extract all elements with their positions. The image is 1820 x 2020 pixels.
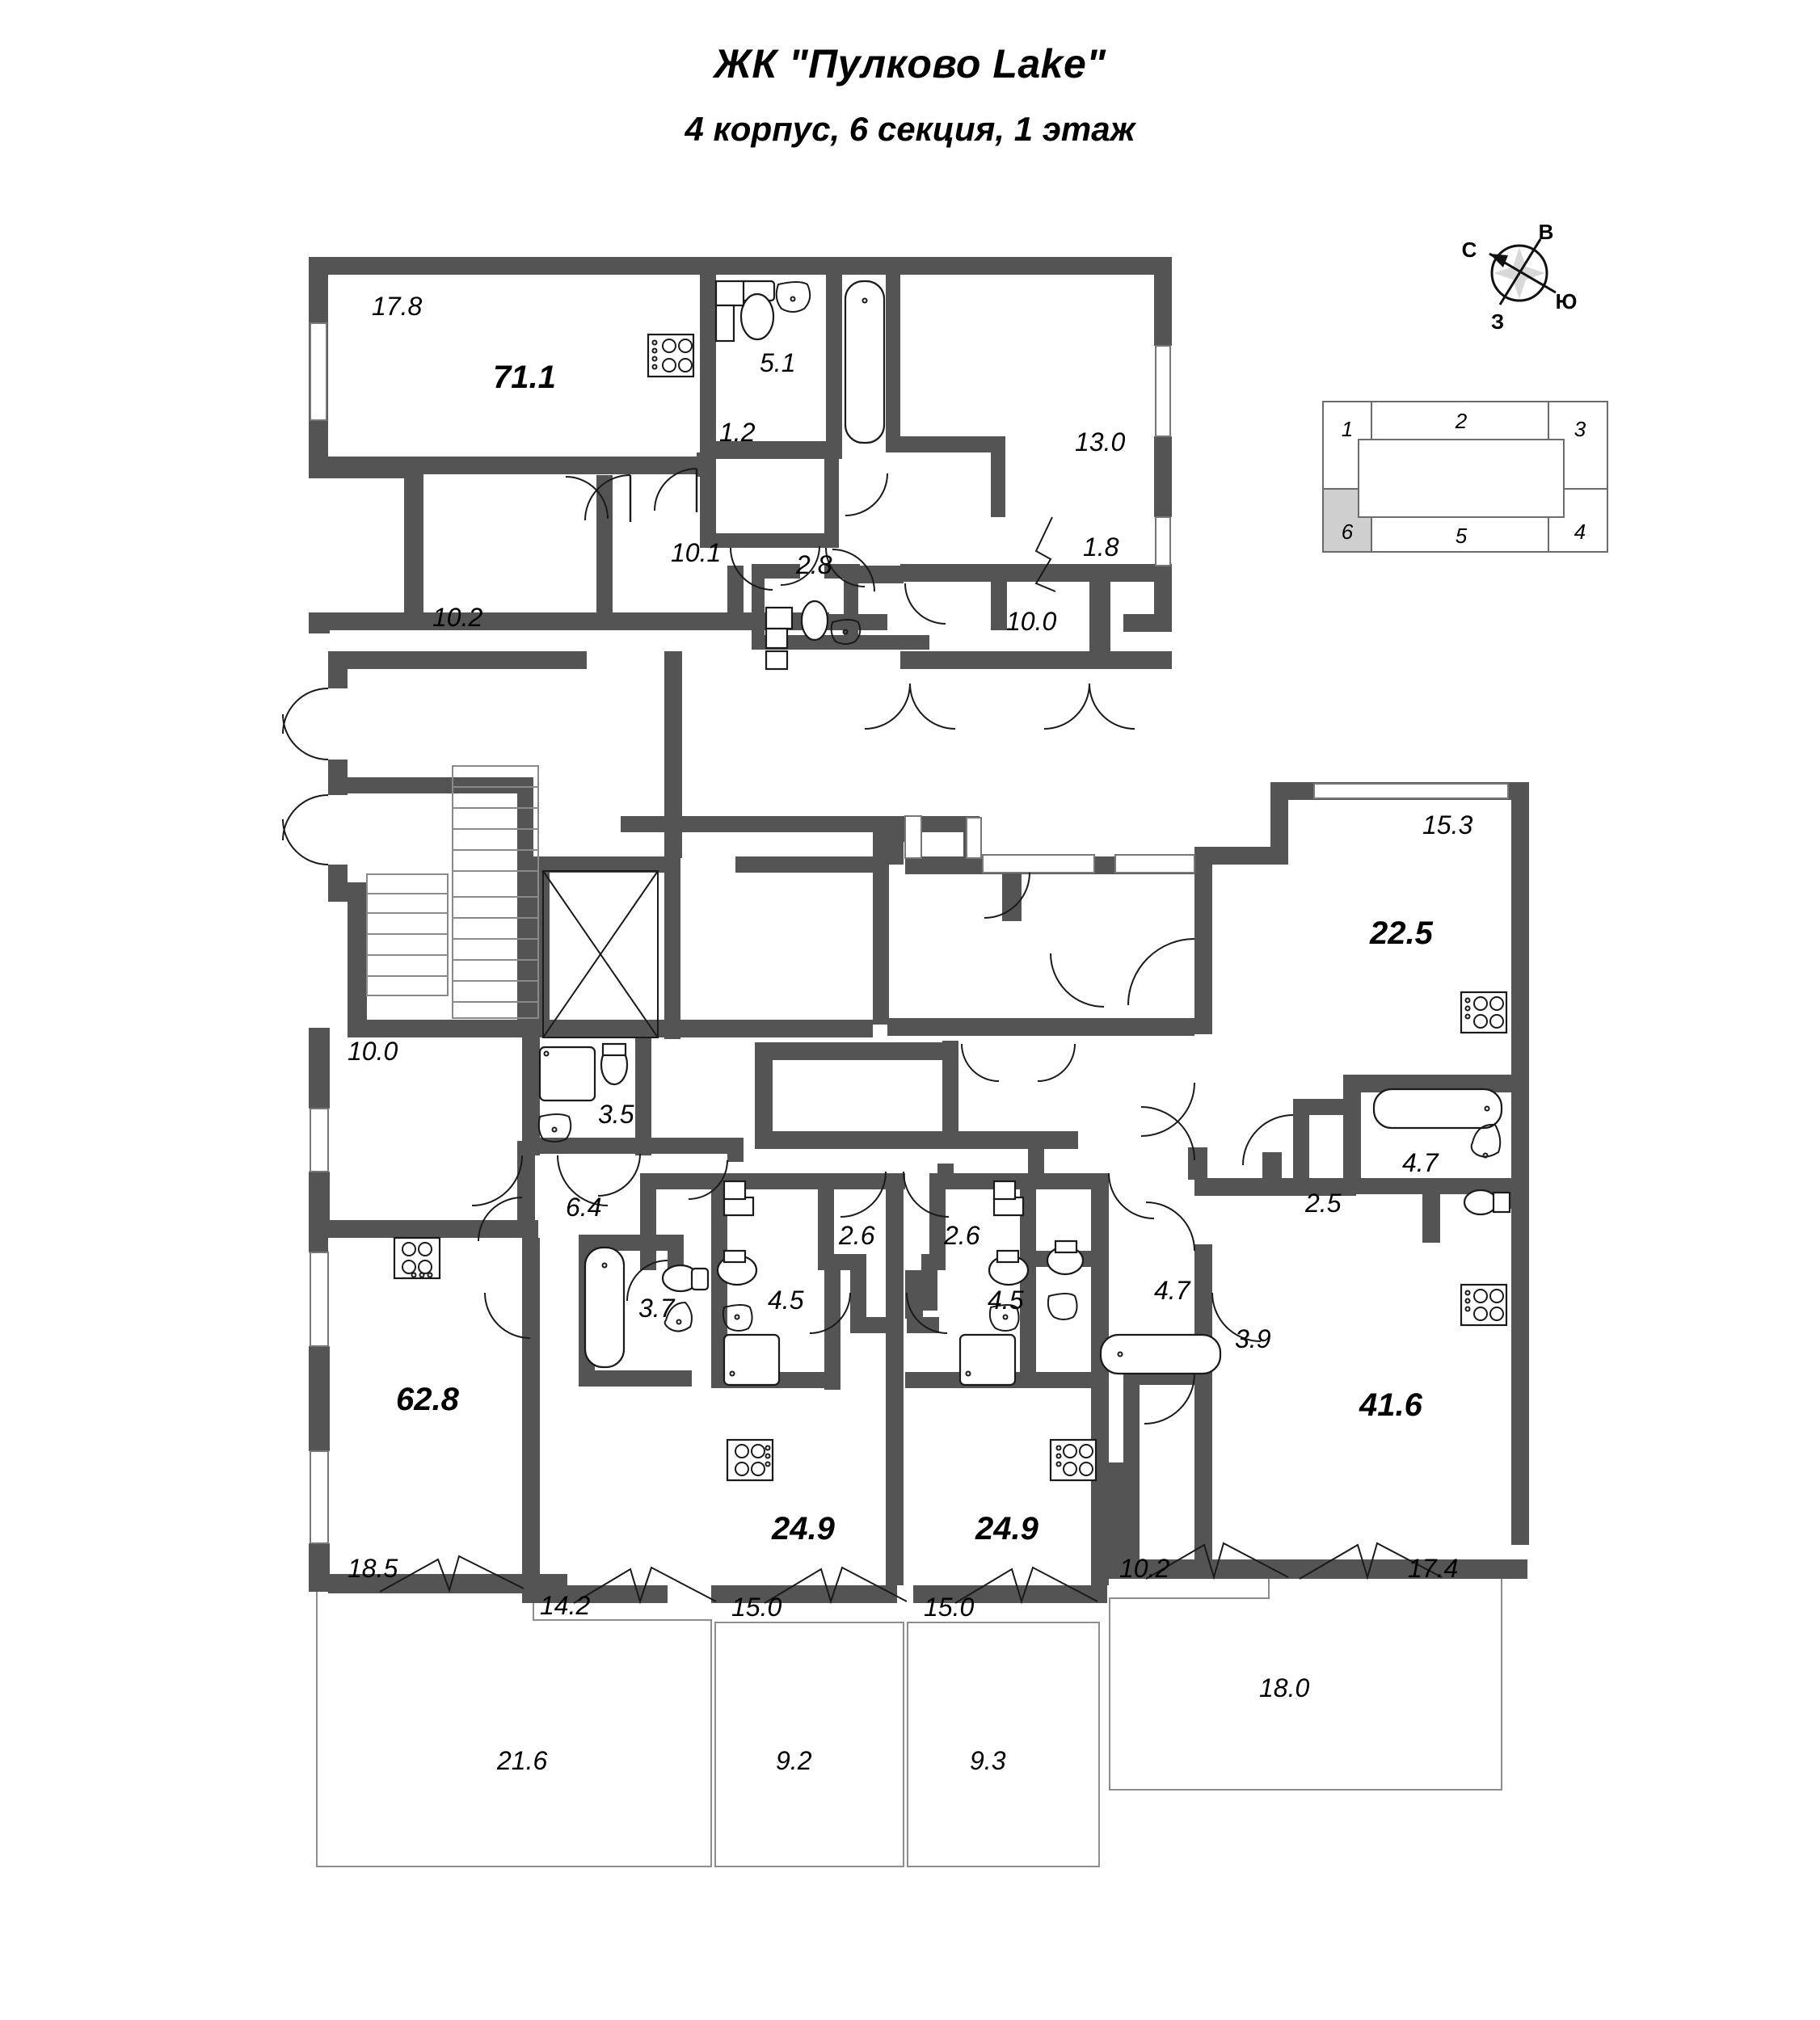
key-section-6: 6 xyxy=(1342,520,1354,544)
area-label-24-9-a: 24.9 xyxy=(771,1511,836,1547)
key-plan: 1 2 3 4 5 6 xyxy=(1322,401,1608,553)
door-arcs xyxy=(282,468,1294,1425)
area-label-15-3: 15.3 xyxy=(1422,810,1472,840)
stove-icon-71-1 xyxy=(647,333,695,378)
area-label-6-4: 6.4 xyxy=(566,1193,601,1222)
page-title: ЖК "Пулково Lake" xyxy=(714,41,1106,86)
bathroom-fixtures-5-1 xyxy=(714,280,886,444)
key-section-5: 5 xyxy=(1456,524,1468,548)
area-label-22-5: 22.5 xyxy=(1369,915,1434,951)
area-label-2-8: 2.8 xyxy=(795,550,832,579)
title-block: ЖК "Пулково Lake" 4 корпус, 6 секция, 1 … xyxy=(0,0,1820,149)
area-label-4-7-right: 4.7 xyxy=(1402,1148,1439,1177)
bathroom-fixtures-3-7 xyxy=(583,1246,710,1369)
wc-fixtures-2-8 xyxy=(765,600,862,671)
staircase xyxy=(366,765,539,1019)
page-subtitle: 4 корпус, 6 секция, 1 этаж xyxy=(685,110,1135,148)
stove-icon-22-5 xyxy=(1460,991,1508,1034)
area-label-10-2-top: 10.2 xyxy=(432,603,482,632)
elevator-shaft-icon xyxy=(542,870,659,1038)
area-label-18-5: 18.5 xyxy=(348,1554,398,1583)
area-label-5-1: 5.1 xyxy=(760,348,795,377)
area-label-15-0-b: 15.0 xyxy=(924,1593,974,1622)
area-label-15-0-a: 15.0 xyxy=(731,1593,782,1622)
area-label-1-2: 1.2 xyxy=(719,418,756,447)
area-label-18-0: 18.0 xyxy=(1259,1673,1309,1702)
stove-icon-41-6 xyxy=(1460,1283,1508,1327)
area-label-4-5-b: 4.5 xyxy=(988,1286,1024,1315)
area-label-17-8: 17.8 xyxy=(372,292,422,321)
area-label-10-1: 10.1 xyxy=(671,538,721,567)
bathroom-fixtures-4-7-right xyxy=(1372,1088,1511,1216)
area-label-71-1: 71.1 xyxy=(493,360,556,395)
bathroom-fixtures-4-5-b xyxy=(958,1180,1030,1387)
area-label-9-2: 9.2 xyxy=(776,1746,812,1775)
area-label-9-3: 9.3 xyxy=(970,1746,1006,1775)
key-section-4: 4 xyxy=(1574,520,1586,544)
area-label-2-5: 2.5 xyxy=(1304,1189,1342,1218)
stove-icon-24-9-a xyxy=(726,1438,774,1482)
area-label-1-8: 1.8 xyxy=(1083,532,1119,562)
area-label-3-9: 3.9 xyxy=(1235,1324,1271,1353)
key-section-2: 2 xyxy=(1455,409,1468,433)
area-label-3-7: 3.7 xyxy=(638,1294,676,1323)
area-label-21-6: 21.6 xyxy=(496,1746,547,1775)
compass-east-label: В xyxy=(1539,220,1554,244)
area-label-4-7-mid: 4.7 xyxy=(1154,1276,1191,1305)
stove-icon-62-8 xyxy=(393,1236,441,1280)
area-label-10-0-top: 10.0 xyxy=(1006,607,1056,636)
stove-icon-24-9-b xyxy=(1049,1438,1097,1482)
area-label-2-6-a: 2.6 xyxy=(838,1221,875,1250)
area-label-41-6: 41.6 xyxy=(1359,1387,1423,1423)
bathroom-fixtures-4-7-mid xyxy=(1046,1239,1222,1375)
area-label-4-5-a: 4.5 xyxy=(768,1286,804,1315)
area-label-2-6-b: 2.6 xyxy=(943,1221,980,1250)
compass-south-label: Ю xyxy=(1556,289,1578,314)
key-section-1: 1 xyxy=(1342,417,1353,441)
area-label-14-2: 14.2 xyxy=(540,1591,590,1620)
area-label-10-0-left: 10.0 xyxy=(348,1037,398,1066)
area-label-10-2-br: 10.2 xyxy=(1119,1554,1169,1583)
compass-north-label: С xyxy=(1462,238,1477,262)
terraces xyxy=(316,1563,1502,1867)
area-label-62-8: 62.8 xyxy=(396,1382,460,1417)
windows xyxy=(310,322,1509,1544)
area-label-3-5: 3.5 xyxy=(598,1100,634,1129)
compass-rose xyxy=(1489,238,1557,305)
compass-west-label: З xyxy=(1491,309,1504,334)
bathroom-fixtures-4-5-a xyxy=(716,1180,781,1387)
area-label-13-0: 13.0 xyxy=(1075,427,1125,457)
balcony-zigzag-marks xyxy=(379,1542,1443,1605)
area-label-17-4: 17.4 xyxy=(1408,1554,1458,1583)
key-section-3: 3 xyxy=(1574,417,1586,441)
area-label-24-9-b: 24.9 xyxy=(975,1511,1039,1547)
bathroom-fixtures-3-5 xyxy=(537,1042,629,1143)
